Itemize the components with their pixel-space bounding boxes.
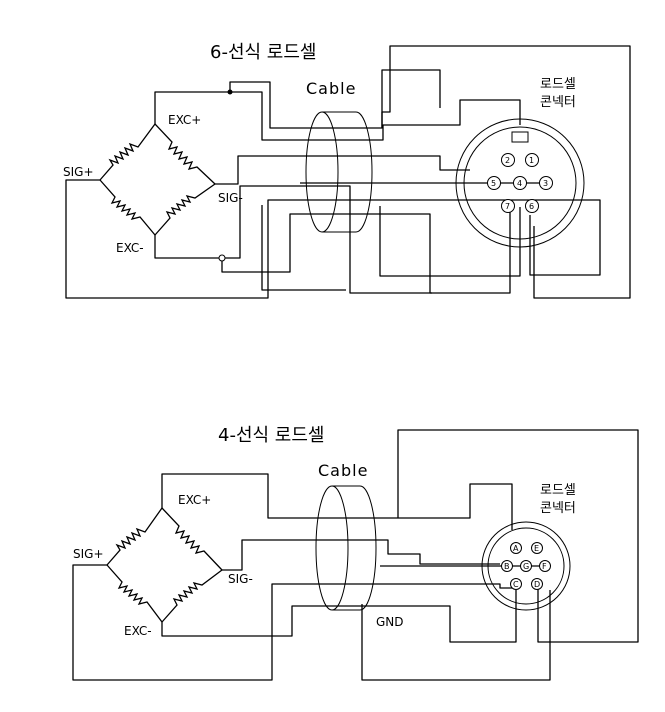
wire-sense-plus [229,69,441,129]
six-wire-sig-minus-label: SIG- [218,191,243,205]
six-wire-diagram: 6-선식 로드셀 Cable 로드셀 콘넥터 EXC+ EXC- SIG+ SI… [63,42,631,299]
wire-exc-plus [154,91,521,141]
six-wire-connector-inner-ring [463,126,577,240]
bridge4-resistor-top-right [161,507,223,571]
bridge4-resistor-bottom-right [161,569,223,623]
six-wire-wires [65,45,631,299]
six-wire-pin-4 [513,176,527,190]
four-wire-connector-label-2: 콘넥터 [540,501,576,516]
six-wire-exc-plus-label: EXC+ [168,113,201,127]
four-wire-connector-outer-ring [481,521,571,611]
four-wire-pin-d [531,578,543,590]
six-wire-pin-7-label: 7 [505,202,510,211]
four-wire-pin-g-label: G [523,562,529,571]
six-wire-sig-plus-label: SIG+ [63,165,94,179]
six-wire-connector-label-1: 로드셀 [540,77,576,92]
four-wire-sig-minus-label: SIG- [228,572,253,586]
six-wire-pin-5 [487,176,501,190]
six-wire-title: 6-선식 로드셀 [210,42,316,63]
six-wire-bridge [99,123,216,236]
six-wire-junction-dot-bottom [218,254,226,262]
six-wire-cable [305,111,373,233]
bridge-resistor-top-right [154,123,216,185]
wire4-outer-loop [397,429,639,643]
six-wire-pin-4-label: 4 [517,179,522,188]
wire-exc-minus [154,210,511,294]
four-wire-cable-body [332,485,377,611]
six-wire-pin-3 [539,176,553,190]
four-wire-bridge [106,507,223,623]
wire-sense-minus [222,185,432,294]
four-wire-pin-c-label: C [513,580,519,589]
four-wire-sig-plus-label: SIG+ [73,547,104,561]
six-wire-pin-1 [525,153,539,167]
bridge-resistor-bottom-right [154,183,216,236]
four-wire-pin-b [501,560,513,572]
four-wire-pin-e-label: E [534,544,539,553]
wire4-exc-plus [161,473,513,530]
four-wire-pin-d-label: D [534,580,540,589]
four-wire-diagram: 4-선식 로드셀 Cable 로드셀 콘넥터 EXC+ EXC- SIG+ SI… [72,425,639,681]
wire4-sig-plus [72,564,518,681]
wire-sig-minus [215,155,470,185]
six-wire-cable-label: Cable [306,79,356,98]
six-wire-pin-1-label: 1 [529,156,534,165]
four-wire-pin-f [539,560,551,572]
four-wire-wires [72,429,639,681]
wire4-exc-minus [161,585,517,643]
bridge4-resistor-bottom-left [106,564,163,623]
four-wire-pin-a-label: A [513,544,519,553]
six-wire-pin-7 [501,199,515,213]
six-wire-pin-2 [501,153,515,167]
four-wire-pin-e [531,542,543,554]
four-wire-pin-f-label: F [542,562,547,571]
six-wire-connector-outer-ring [455,118,585,248]
six-wire-connector-key [511,131,529,143]
four-wire-title: 4-선식 로드셀 [218,425,324,446]
four-wire-cable-label: Cable [318,461,368,480]
four-wire-pin-a [510,542,522,554]
four-wire-cable [315,485,377,611]
bridge4-resistor-top-left [106,507,163,566]
six-wire-pin-6-label: 6 [529,202,534,211]
four-wire-pin-c [510,578,522,590]
six-wire-connector: 2 1 5 4 3 7 6 [455,118,585,248]
four-wire-pin-g [520,560,532,572]
wire-inner-cross [261,205,346,291]
six-wire-pin-5-label: 5 [491,179,496,188]
six-wire-pin-3-label: 3 [543,179,548,188]
four-wire-gnd-label: GND [376,615,404,629]
wire4-sig-minus [222,539,500,571]
four-wire-connector: A E B G F C D [481,521,571,611]
six-wire-pin-6 [525,199,539,213]
six-wire-connector-label-2: 콘넥터 [540,95,576,110]
six-wire-junction-dot-top [227,89,233,95]
bridge-resistor-bottom-left [99,179,156,236]
wire-pin7 [379,206,521,277]
four-wire-connector-inner-ring [487,527,565,605]
six-wire-pin-2-label: 2 [505,156,510,165]
wire4-gnd [361,590,551,681]
four-wire-connector-label-1: 로드셀 [540,483,576,498]
wire-sig-plus [65,179,601,299]
four-wire-exc-plus-label: EXC+ [178,493,211,507]
four-wire-cable-left-end [315,485,349,611]
six-wire-exc-minus-label: EXC- [116,241,144,255]
bridge-resistor-top-left [99,123,156,181]
six-wire-cable-body [322,111,373,233]
four-wire-exc-minus-label: EXC- [124,624,152,638]
wire-outer-loop [381,45,631,299]
four-wire-pin-b-label: B [504,562,510,571]
